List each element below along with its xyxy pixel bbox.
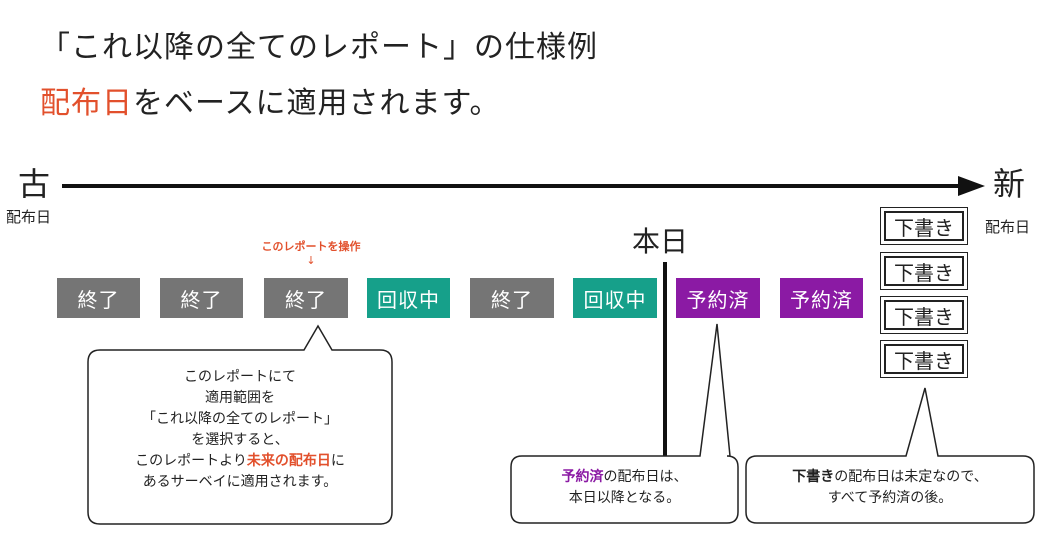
report-box-reserved-2: 予約済 bbox=[780, 278, 863, 318]
callout-mid-line: 予約済の配布日は、 bbox=[513, 467, 736, 488]
report-box-ended-2: 終了 bbox=[160, 278, 243, 318]
timeline-old-sub: 配布日 bbox=[6, 208, 52, 226]
callout-left-line: を選択すると、 bbox=[191, 432, 289, 448]
timeline-new-sub: 配布日 bbox=[985, 218, 1031, 236]
callout-right-highlight: 下書き bbox=[792, 469, 835, 485]
draft-box-2: 下書き bbox=[884, 256, 964, 286]
callout-left-highlight: 未来の配布日 bbox=[246, 453, 331, 469]
report-box-reserved-1: 予約済 bbox=[676, 278, 760, 318]
draft-box-4: 下書き bbox=[884, 344, 964, 374]
callout-left-bubble bbox=[87, 324, 393, 525]
callout-mid-bubble bbox=[510, 323, 739, 524]
operate-label: このレポートを操作 bbox=[261, 240, 361, 253]
report-box-recall-1: 回収中 bbox=[367, 278, 450, 318]
page-title: 「これ以降の全てのレポート」の仕様例 bbox=[40, 30, 598, 65]
callout-right-line: すべて予約済の後。 bbox=[827, 490, 953, 506]
callout-left-line: あるサーベイに適用されます。 bbox=[142, 474, 338, 490]
callout-left-line: 適用範囲を bbox=[205, 390, 275, 406]
timeline-arrowhead bbox=[958, 176, 985, 196]
callout-right-text: 下書きの配布日は未定なので、 すべて予約済の後。 bbox=[748, 467, 1032, 509]
report-box-ended-1: 終了 bbox=[57, 278, 140, 318]
subtitle-rest: をベースに適用されます。 bbox=[133, 86, 501, 121]
callout-left-text: このレポートにて 適用範囲を 「これ以降の全てのレポート」 を選択すると、 この… bbox=[92, 367, 388, 493]
callout-left-pre: このレポートより bbox=[135, 453, 247, 469]
callout-mid-highlight: 予約済 bbox=[561, 469, 604, 485]
draft-box-3: 下書き bbox=[884, 300, 964, 330]
timeline-old-label: 古 bbox=[18, 165, 51, 203]
callout-left-line: 「これ以降の全てのレポート」 bbox=[142, 411, 338, 427]
subtitle-highlight: 配布日 bbox=[40, 86, 133, 121]
report-box-ended-3: 終了 bbox=[470, 278, 554, 318]
report-box-recall-2: 回収中 bbox=[573, 278, 657, 318]
page-subtitle: 配布日をベースに適用されます。 bbox=[40, 78, 501, 122]
callout-mid-rest: の配布日は、 bbox=[603, 469, 688, 485]
callout-right-line: 下書きの配布日は未定なので、 bbox=[748, 467, 1032, 488]
operate-arrow-icon: ↓ bbox=[306, 254, 316, 267]
callout-left-line: このレポートにて bbox=[184, 369, 296, 385]
timeline-new-label: 新 bbox=[993, 165, 1026, 203]
report-box-ended-target: 終了 bbox=[264, 278, 348, 318]
callout-mid-text: 予約済の配布日は、 本日以降となる。 bbox=[513, 467, 736, 509]
callout-left-line: このレポートより未来の配布日に bbox=[92, 451, 388, 472]
draft-box-1: 下書き bbox=[884, 211, 964, 241]
callout-left-post: に bbox=[330, 453, 345, 469]
callout-right-bubble bbox=[745, 387, 1035, 524]
today-label: 本日 bbox=[632, 225, 689, 258]
callout-right-rest: の配布日は未定なので、 bbox=[834, 469, 988, 485]
callout-mid-line: 本日以降となる。 bbox=[568, 490, 681, 506]
